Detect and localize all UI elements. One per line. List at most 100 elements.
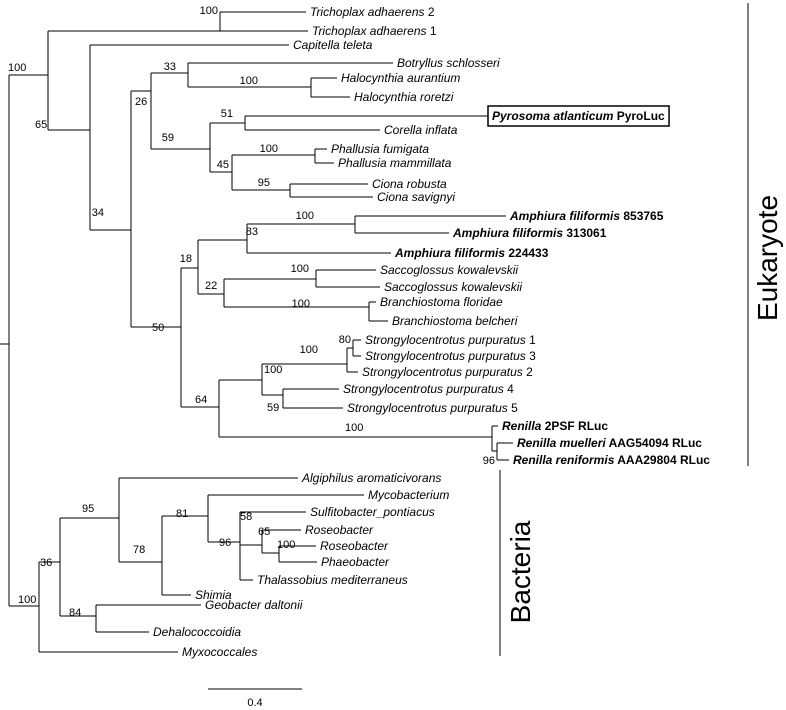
leaf-label-core: Corella inflata	[384, 123, 458, 137]
leaf-species: Amphiura filiformis	[509, 209, 620, 223]
bootstrap-value: 95	[82, 503, 94, 515]
bootstrap-value: 81	[176, 508, 188, 520]
leaf-species: Saccoglossus kowalevskii	[384, 280, 522, 294]
leaf-species: Botryllus schlosseri	[397, 56, 500, 70]
leaf-suffix: AAG54094 RLuc	[606, 436, 703, 450]
leaf-label-algi: Algiphilus aromaticivorans	[301, 471, 441, 485]
leaf-label-am2: Amphiura filiformis 313061	[452, 226, 607, 240]
leaf-label-hal_a: Halocynthia aurantium	[341, 71, 460, 85]
bootstrap-value: 64	[195, 394, 207, 406]
leaf-suffix: 2	[523, 365, 533, 379]
leaf-suffix: 1	[427, 24, 437, 38]
leaf-label-ros1: Roseobacter	[305, 523, 374, 537]
leaf-label-capi: Capitella teleta	[293, 38, 373, 52]
bootstrap-value: 36	[40, 557, 52, 569]
leaf-suffix: 2	[425, 5, 435, 19]
leaf-species: Capitella teleta	[293, 38, 373, 52]
bootstrap-value: 50	[152, 322, 164, 334]
bootstrap-value: 18	[180, 253, 192, 265]
leaf-label-botr: Botryllus schlosseri	[397, 56, 500, 70]
leaf-species: Phallusia mammillata	[338, 156, 452, 170]
leaf-species: Dehalococcoidia	[153, 625, 241, 639]
bootstrap-value: 96	[219, 537, 231, 549]
leaf-species: Ciona savignyi	[377, 190, 455, 204]
bootstrap-value: 100	[264, 364, 282, 376]
leaf-species: Myxococcales	[182, 645, 257, 659]
leaf-species: Renilla muelleri	[517, 436, 606, 450]
bootstrap-value: 58	[240, 511, 252, 523]
leaf-species: Ciona robusta	[372, 177, 447, 191]
leaf-label-ren2: Renilla muelleri AAG54094 RLuc	[517, 436, 702, 450]
leaf-label-am3: Amphiura filiformis 224433	[394, 246, 549, 260]
bootstrap-value: 100	[240, 75, 258, 87]
leaf-species: Renilla reniformis	[513, 453, 615, 467]
bootstrap-value: 100	[277, 539, 295, 551]
leaf-label-geob: Geobacter daltonii	[205, 598, 303, 612]
bootstrap-value: 22	[205, 280, 217, 292]
leaf-species: Roseobacter	[320, 539, 389, 553]
bootstrap-value: 78	[133, 544, 145, 556]
leaf-label-trich1: Trichoplax adhaerens 1	[312, 24, 437, 38]
highlight-box	[487, 105, 670, 127]
bootstrap-value: 100	[200, 5, 218, 17]
leaf-species: Trichoplax adhaerens	[310, 5, 425, 19]
group-label-bacteria: Bacteria	[505, 520, 536, 623]
leaf-species: Algiphilus aromaticivorans	[301, 471, 441, 485]
bootstrap-value: 45	[217, 159, 229, 171]
bootstrap-value: 100	[291, 263, 309, 275]
leaf-suffix: 853765	[620, 209, 664, 223]
leaf-species: Strongylocentrotus purpuratus	[362, 365, 523, 379]
leaf-species: Saccoglossus kowalevskii	[380, 263, 518, 277]
scale-bar-label: 0.4	[247, 697, 262, 709]
leaf-label-ren1: Renilla 2PSF RLuc	[502, 419, 608, 433]
leaf-species: Sulfitobacter_pontiacus	[310, 505, 435, 519]
leaf-label-ren3: Renilla reniformis AAA29804 RLuc	[513, 453, 710, 467]
leaf-label-ci_s: Ciona savignyi	[377, 190, 455, 204]
leaf-species: Roseobacter	[305, 523, 374, 537]
bootstrap-value: 100	[260, 143, 278, 155]
leaf-species: Geobacter daltonii	[205, 598, 303, 612]
leaf-species: Branchiostoma floridae	[380, 295, 503, 309]
leaf-suffix: 1	[526, 333, 536, 347]
leaf-suffix: 4	[504, 382, 514, 396]
bootstrap-value: 80	[339, 334, 351, 346]
leaf-label-sp3: Strongylocentrotus purpuratus 3	[365, 349, 536, 363]
leaf-species: Halocynthia aurantium	[341, 71, 460, 85]
leaf-label-sp2: Strongylocentrotus purpuratus 2	[362, 365, 533, 379]
leaf-suffix: 224433	[505, 246, 549, 260]
leaf-species: Pyrosoma atlanticum	[492, 109, 614, 123]
bootstrap-value: 100	[8, 62, 26, 74]
leaf-label-thal: Thalassobius mediterraneus	[257, 573, 408, 587]
leaf-label-trich2: Trichoplax adhaerens 2	[310, 5, 435, 19]
leaf-species: Phallusia fumigata	[331, 142, 429, 156]
leaf-species: Trichoplax adhaerens	[312, 24, 427, 38]
bootstrap-value: 100	[296, 210, 314, 222]
leaf-label-ci_r: Ciona robusta	[372, 177, 447, 191]
bootstrap-value: 100	[300, 344, 318, 356]
leaf-species: Amphiura filiformis	[394, 246, 505, 260]
bootstrap-value: 100	[18, 594, 36, 606]
leaf-species: Renilla	[502, 419, 542, 433]
bootstrap-value: 59	[162, 132, 174, 144]
leaf-species: Mycobacterium	[368, 488, 449, 502]
leaf-suffix: PyroLuc	[613, 109, 665, 123]
leaf-label-sa1: Saccoglossus kowalevskii	[380, 263, 518, 277]
leaf-species: Strongylocentrotus purpuratus	[347, 401, 508, 415]
leaf-species: Strongylocentrotus purpuratus	[365, 349, 526, 363]
leaf-species: Thalassobius mediterraneus	[257, 573, 408, 587]
bootstrap-value: 34	[92, 207, 104, 219]
leaf-label-ph_f: Phallusia fumigata	[331, 142, 429, 156]
leaf-suffix: 313061	[563, 226, 607, 240]
bootstrap-value: 26	[135, 96, 147, 108]
bootstrap-value: 95	[258, 177, 270, 189]
leaf-label-ros2: Roseobacter	[320, 539, 389, 553]
bootstrap-value: 83	[246, 226, 258, 238]
leaf-suffix: AAA29804 RLuc	[614, 453, 710, 467]
leaf-species: Strongylocentrotus purpuratus	[365, 333, 526, 347]
leaf-label-sulf: Sulfitobacter_pontiacus	[310, 505, 435, 519]
leaf-species: Shimia	[195, 588, 232, 602]
bootstrap-value: 51	[221, 108, 233, 120]
leaf-species: Phaeobacter	[321, 555, 390, 569]
leaf-label-myxo: Myxococcales	[182, 645, 257, 659]
bootstrap-value: 59	[267, 402, 279, 414]
